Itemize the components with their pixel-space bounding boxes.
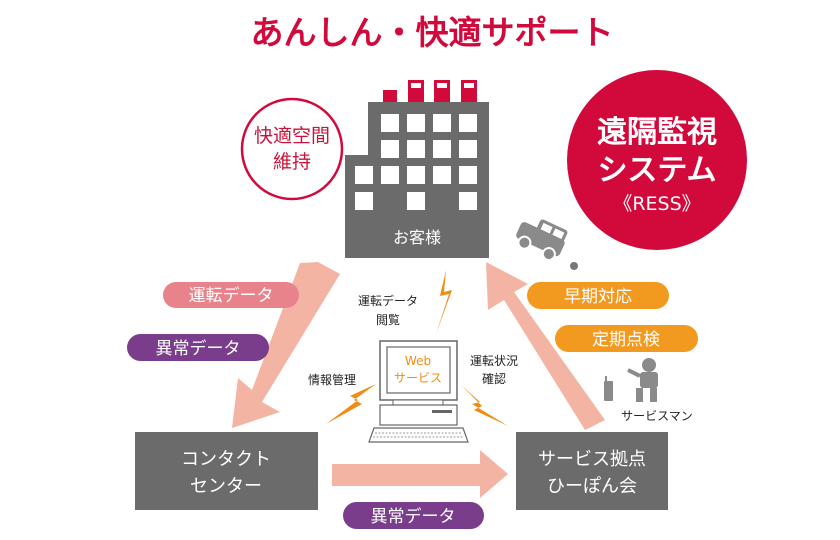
label-view-data-2: 閲覧	[376, 313, 400, 327]
customer-label: お客様	[393, 228, 441, 247]
computer-icon: Web サービス	[368, 340, 469, 443]
svg-text:異常データ: 異常データ	[156, 338, 241, 359]
svg-text:サービス拠点: サービス拠点	[538, 449, 646, 470]
pill-anomaly-data-bottom: 異常データ	[343, 502, 484, 529]
svg-text:ひーぽん会: ひーぽん会	[547, 476, 637, 497]
lightning-icon	[461, 385, 508, 426]
arrow-building-to-contact	[232, 262, 340, 428]
web-line1: Web	[405, 354, 431, 368]
exhaust-icon	[570, 262, 578, 270]
label-info-mgmt: 情報管理	[308, 372, 356, 387]
pill-operation-data: 運転データ	[163, 282, 299, 308]
label-serviceman: サービスマン	[621, 409, 693, 423]
remote-line2: システム	[597, 153, 716, 188]
lightning-icon	[326, 384, 376, 424]
svg-text:センター: センター	[190, 476, 262, 497]
label-status-check-1: 運転状況	[470, 353, 518, 368]
svg-text:早期対応: 早期対応	[564, 287, 632, 307]
contact-center-box: コンタクト センター	[135, 432, 318, 510]
page-title: あんしん・快適サポート	[251, 13, 614, 52]
building-icon: お客様	[345, 80, 489, 258]
web-line2: サービス	[394, 371, 442, 385]
svg-text:運転データ: 運転データ	[189, 285, 274, 306]
service-base-box: サービス拠点 ひーぽん会	[516, 432, 668, 510]
pill-anomaly-data-left: 異常データ	[127, 334, 269, 361]
label-status-check-2: 確認	[482, 371, 506, 386]
svg-text:定期点検: 定期点検	[592, 330, 660, 350]
comfort-circle: 快適空間 維持	[240, 97, 344, 201]
comfort-line1: 快適空間	[254, 125, 330, 147]
car-icon	[516, 219, 568, 262]
lightning-icon	[436, 270, 452, 334]
comfort-line2: 維持	[273, 151, 311, 173]
arrow-service-to-building	[486, 262, 605, 430]
serviceman-icon	[604, 358, 658, 402]
remote-line1: 遠隔監視	[597, 115, 717, 150]
arrow-contact-to-service	[332, 450, 508, 498]
svg-text:コンタクト: コンタクト	[181, 449, 271, 470]
label-view-data-1: 運転データ	[358, 293, 418, 308]
remote-system-badge: 遠隔監視 システム 《RESS》	[567, 70, 747, 250]
pill-periodic-inspection: 定期点検	[555, 325, 698, 352]
svg-text:異常データ: 異常データ	[371, 506, 456, 527]
remote-line3: 《RESS》	[613, 193, 700, 215]
pill-early-response: 早期対応	[527, 282, 669, 309]
